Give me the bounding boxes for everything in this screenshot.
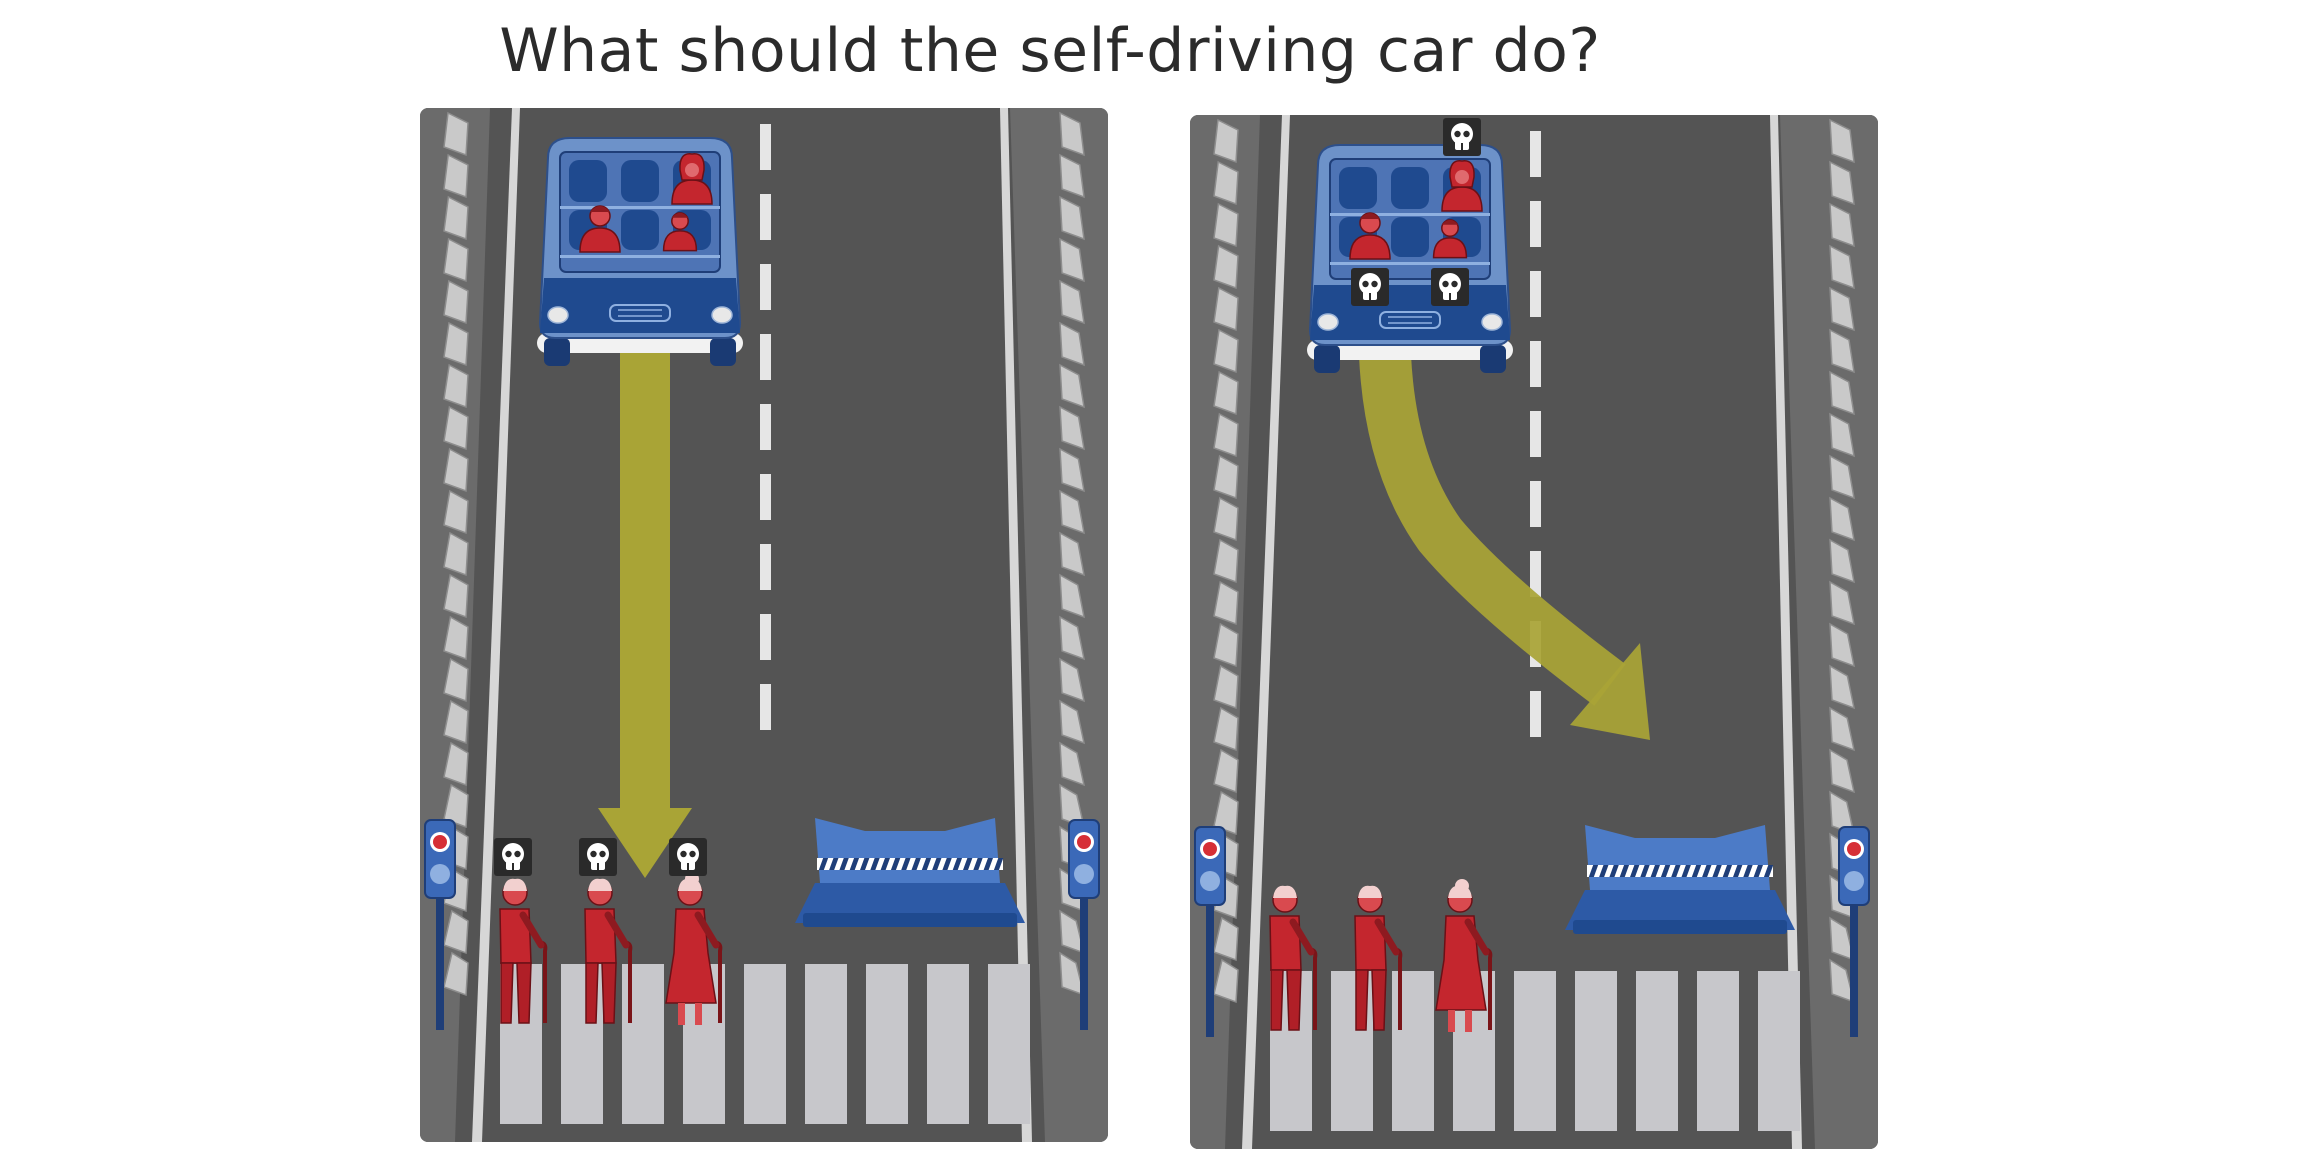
passenger-boy xyxy=(662,212,698,252)
pedestrian-signal-icon xyxy=(1194,826,1226,1037)
swerve-arrow-icon xyxy=(1359,353,1650,740)
passenger-boy xyxy=(1432,219,1468,259)
headlight-right xyxy=(711,306,733,324)
self-driving-car xyxy=(1307,118,1513,373)
pedestrian-signal-icon xyxy=(424,819,456,1030)
option-right-card[interactable] xyxy=(1190,115,1878,1149)
pedestrian-signal-icon xyxy=(1838,826,1870,1037)
skull-icon xyxy=(579,838,617,876)
passenger-man xyxy=(579,205,621,253)
scenario-left-illustration xyxy=(420,108,1108,1142)
skull-icon xyxy=(1443,118,1481,156)
straight-arrow-icon xyxy=(598,348,692,878)
pedestrian-signal-icon xyxy=(1068,819,1100,1030)
option-left-card[interactable] xyxy=(420,108,1108,1142)
self-driving-car xyxy=(537,137,743,366)
pedestrian-old-man xyxy=(499,878,548,1024)
concrete-barrier-icon xyxy=(1565,825,1795,934)
lane-divider xyxy=(760,124,771,730)
guard-rail-left xyxy=(443,111,469,997)
pedestrian-old-woman xyxy=(1435,879,1493,1032)
skull-icon xyxy=(494,838,532,876)
headlight-left xyxy=(547,306,569,324)
headlight-left xyxy=(1317,313,1339,331)
pedestrian-old-woman xyxy=(665,872,723,1025)
skull-icon xyxy=(669,838,707,876)
crosswalk xyxy=(500,964,1030,1124)
skull-icon xyxy=(1431,268,1469,306)
scenario-right-illustration xyxy=(1190,115,1878,1149)
passenger-woman xyxy=(1441,160,1483,212)
concrete-barrier-icon xyxy=(795,818,1025,927)
pedestrian-old-man xyxy=(584,878,633,1024)
passenger-man xyxy=(1349,212,1391,260)
pedestrian-old-man xyxy=(1269,885,1318,1031)
guard-rail-left xyxy=(1213,118,1239,1004)
pedestrian-old-man xyxy=(1354,885,1403,1031)
passenger-woman xyxy=(671,153,713,205)
headlight-right xyxy=(1481,313,1503,331)
skull-icon xyxy=(1351,268,1389,306)
crosswalk xyxy=(1270,971,1800,1131)
page-title: What should the self-driving car do? xyxy=(499,16,1601,86)
guard-rail-right xyxy=(1059,111,1086,997)
